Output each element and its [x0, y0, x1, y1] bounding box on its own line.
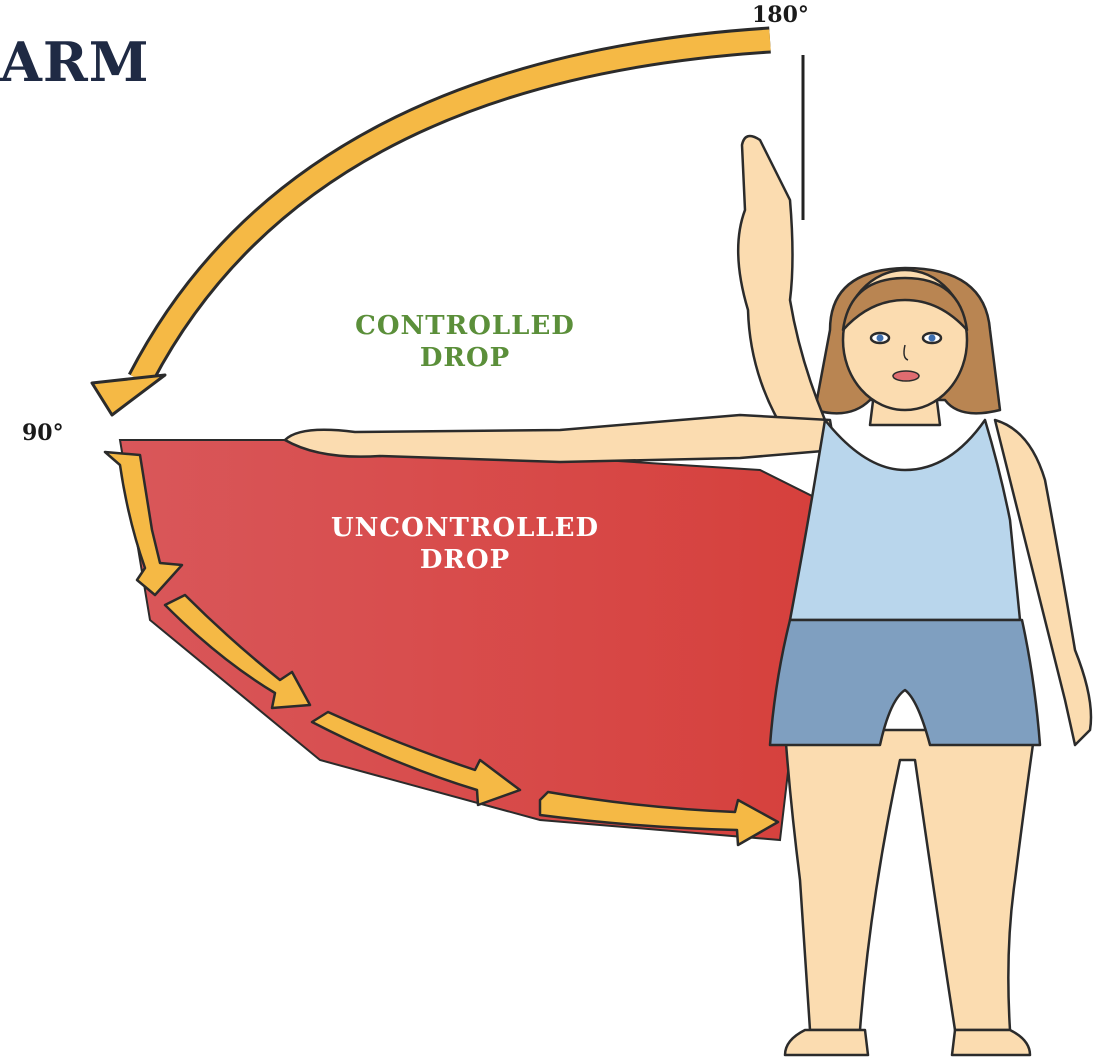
mouth: [893, 371, 919, 381]
controlled-drop-label: CONTROLLED DROP: [275, 310, 655, 374]
controlled-drop-line1: CONTROLLED: [275, 310, 655, 342]
angle-90-label: 90°: [22, 420, 64, 446]
uncontrolled-drop-label: UNCONTROLLED DROP: [235, 512, 695, 576]
left-pupil: [877, 335, 884, 342]
uncontrolled-drop-line2: DROP: [235, 544, 695, 576]
shorts: [770, 620, 1040, 745]
controlled-drop-line2: DROP: [275, 342, 655, 374]
uncontrolled-drop-line1: UNCONTROLLED: [235, 512, 695, 544]
raised-arm: [738, 136, 825, 440]
tank-top: [790, 420, 1020, 620]
right-foot: [952, 1030, 1030, 1055]
legs: [785, 730, 1035, 1030]
left-foot: [785, 1030, 868, 1055]
right-pupil: [929, 335, 936, 342]
diagram-title: ARM: [0, 30, 150, 94]
angle-180-label: 180°: [752, 2, 809, 28]
horizontal-arm: [285, 415, 835, 462]
